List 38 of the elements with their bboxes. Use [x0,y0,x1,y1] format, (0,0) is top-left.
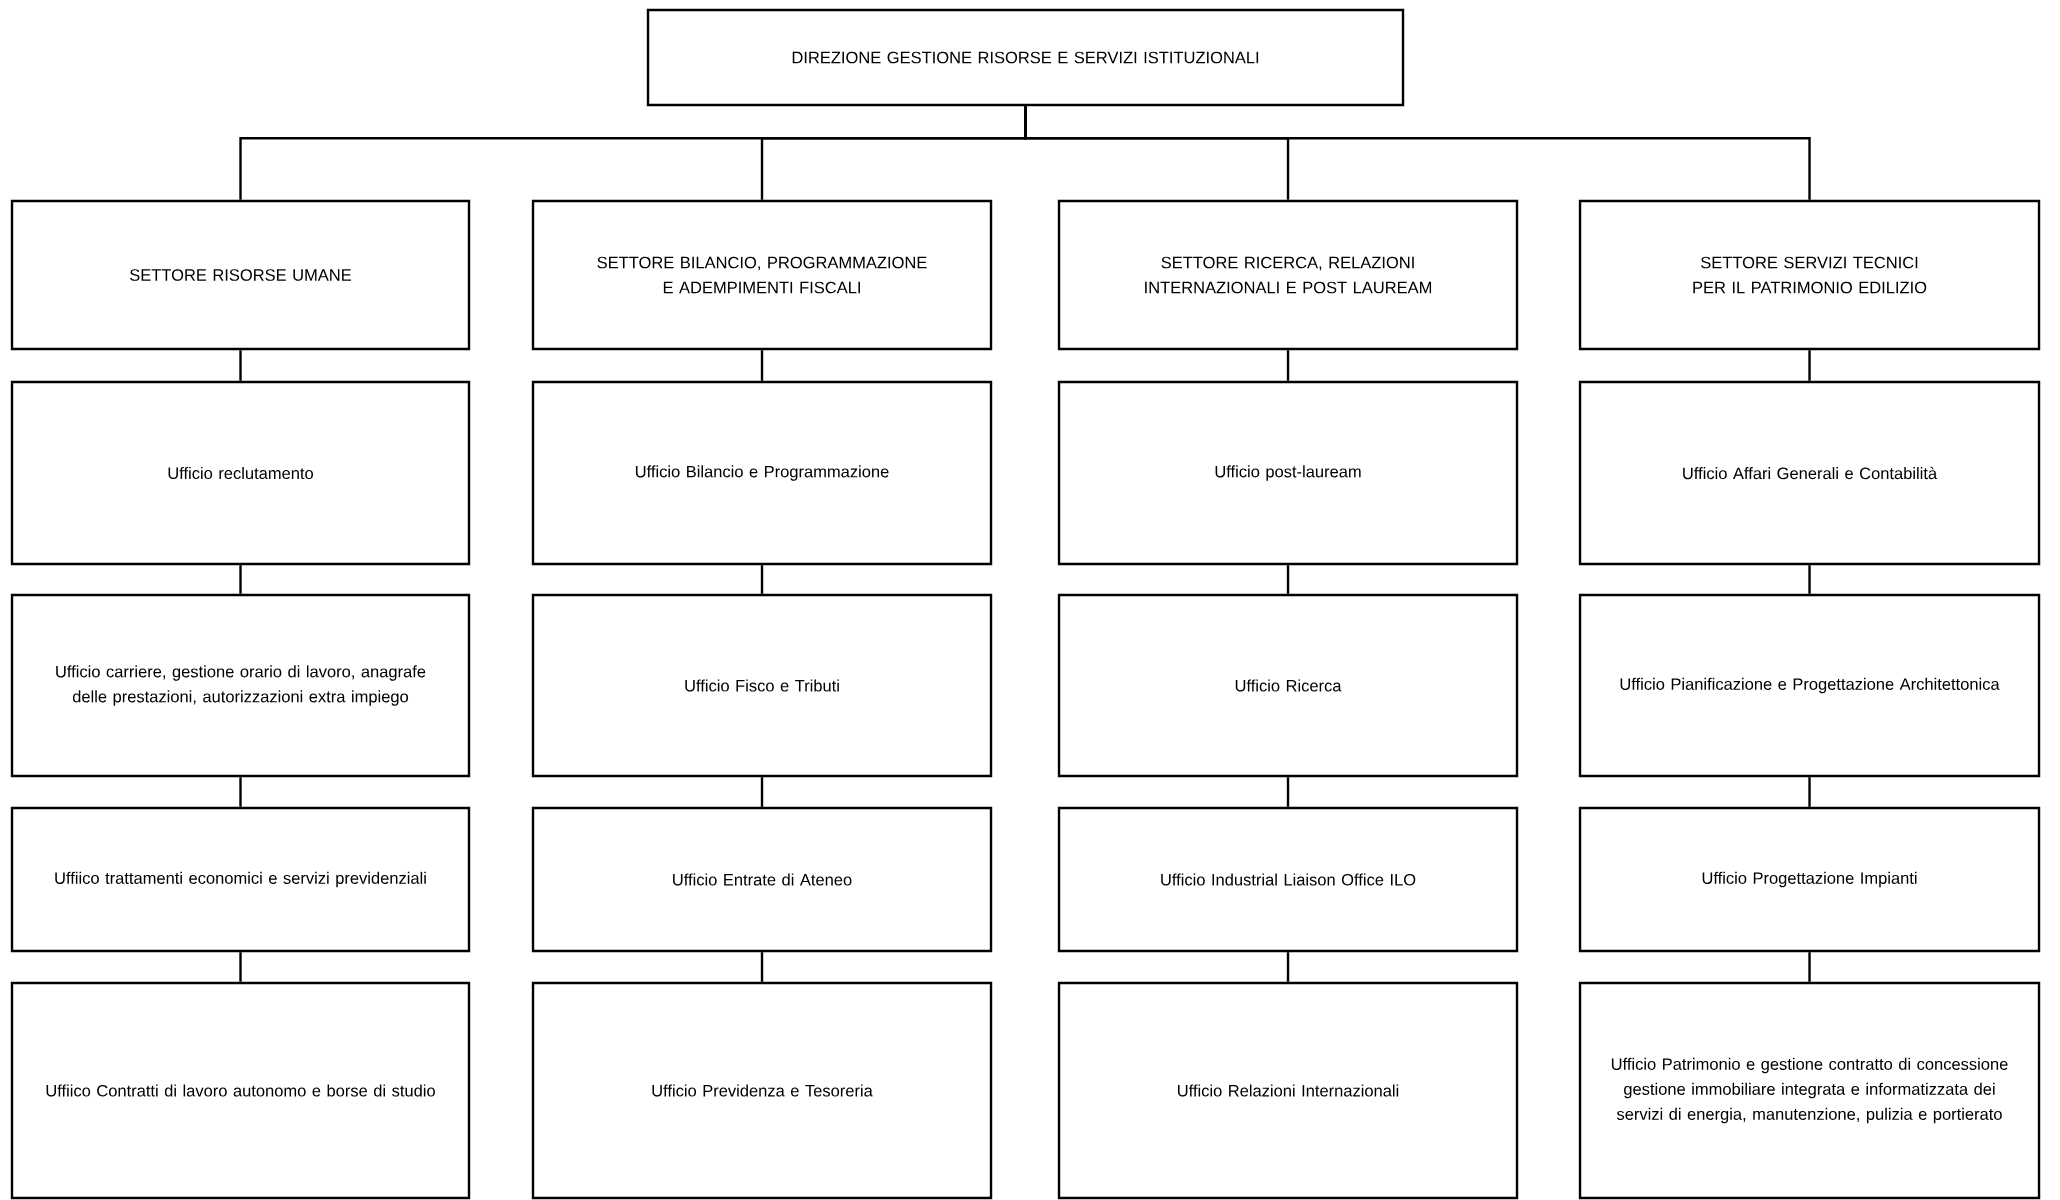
org-box: Ufficio Progettazione Impianti [1578,806,2041,953]
connector-line [1808,777,1811,807]
org-box: Ufficio carriere, gestione orario di lavoro, anagrafe delle prestazioni, autorizzazioni extra impiego [10,593,471,778]
org-box: SETTORE RICERCA, RELAZIONI INTERNAZIONALI E POST LAUREAM [1057,199,1519,351]
connector-line [239,777,242,807]
connector-line [1808,350,1811,381]
org-box: DIREZIONE GESTIONE RISORSE E SERVIZI ISTITUZIONALI [646,8,1405,107]
org-box: Uffiico trattamenti economici e servizi previdenziali [10,806,471,953]
connector-line [1286,565,1290,594]
org-box: Ufficio Fisco e Tributi [531,593,993,778]
org-box: Ufficio Industrial Liaison Office ILO [1057,806,1519,953]
connector-line [760,952,764,982]
connector-line [239,565,242,594]
org-box: Ufficio Relazioni Internazionali [1057,981,1519,1200]
org-box: Ufficio Affari Generali e Contabilità [1578,380,2041,566]
org-box: Ufficio Patrimonio e gestione contratto di concessione gestione immobiliare integrata e informatizzata dei servizi di energia, manutenzione, pulizia e portierato [1578,981,2041,1200]
org-box: Ufficio Bilancio e Programmazione [531,380,993,566]
org-box: Ufficio Pianificazione e Progettazione Architettonica [1578,593,2041,778]
org-box: SETTORE BILANCIO, PROGRAMMAZIONE E ADEMPIMENTI FISCALI [531,199,993,351]
org-box: Uffiico Contratti di lavoro autonomo e borse di studio [10,981,471,1200]
connector-line [239,350,242,381]
org-box: SETTORE SERVIZI TECNICI PER IL PATRIMONIO EDILIZIO [1578,199,2041,351]
connector-line [760,565,764,594]
connector-line [760,777,764,807]
connector-line [1286,350,1290,381]
connector-line [1024,106,1811,200]
connector-line [239,952,242,982]
connector-line [1808,952,1811,982]
org-box: Ufficio Entrate di Ateneo [531,806,993,953]
org-box: Ufficio post-lauream [1057,380,1519,566]
connector-line [1808,565,1811,594]
connector-line [1286,952,1290,982]
connector-line [1286,777,1290,807]
connector-line [760,350,764,381]
org-box: Ufficio reclutamento [10,380,471,566]
org-box: SETTORE RISORSE UMANE [10,199,471,351]
org-box: Ufficio Previdenza e Tesoreria [531,981,993,1200]
org-box: Ufficio Ricerca [1057,593,1519,778]
